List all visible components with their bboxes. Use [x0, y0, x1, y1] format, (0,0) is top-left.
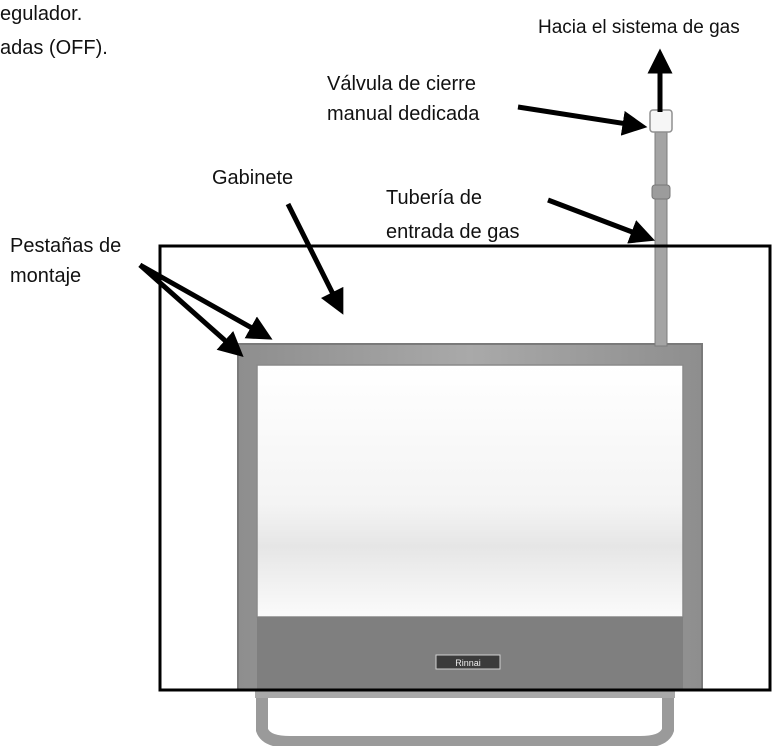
- control-panel: [257, 617, 683, 689]
- brand-plate-text: Rinnai: [455, 658, 481, 668]
- label-pipe-line-2: entrada de gas: [386, 221, 520, 243]
- arrow-mounting-tab-lower: [138, 263, 244, 357]
- outline-box: [158, 244, 772, 692]
- intro-text-line-2: adas (OFF).: [0, 37, 108, 59]
- label-gas-system: Hacia el sistema de gas: [538, 17, 740, 38]
- label-valve-line-1: Válvula de cierre: [327, 73, 476, 95]
- heater-base: [255, 686, 675, 746]
- shutoff-valve: [649, 109, 673, 133]
- intro-text-line-1: egulador.: [0, 3, 83, 25]
- arrow-valve: [517, 104, 648, 136]
- label-mounting-tabs-line-2: montaje: [10, 265, 82, 287]
- brand-plate: Rinnai: [435, 654, 501, 670]
- label-cabinet: Gabinete: [212, 167, 294, 189]
- arrow-pipe: [547, 197, 656, 244]
- label-mounting-tabs-line-1: Pestañas de: [10, 235, 122, 257]
- gas-inlet-pipe: [651, 129, 671, 347]
- cabinet-front-face: [256, 364, 684, 618]
- arrow-mounting-tab-upper: [138, 262, 273, 340]
- label-pipe-line-1: Tubería de: [386, 187, 482, 209]
- label-valve-line-2: manual dedicada: [327, 103, 480, 125]
- arrow-cabinet: [285, 202, 344, 315]
